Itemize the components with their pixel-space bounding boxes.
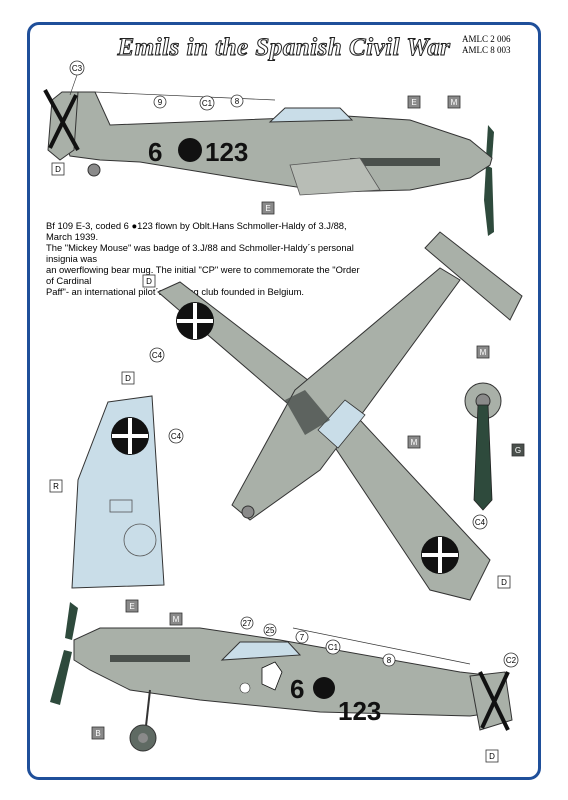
callout-m-plan: M [411, 438, 418, 447]
callout-e-top: E [411, 98, 416, 107]
callout-27: 27 [243, 619, 252, 628]
top-profile-callouts: C3 9 C1 8 E M D E [51, 60, 461, 215]
callout-c4-underside: C4 [171, 432, 182, 441]
callout-9: 9 [158, 98, 163, 107]
callout-r: R [53, 482, 59, 491]
product-code-2: AMLC 8 003 [462, 45, 511, 55]
callout-7: 7 [300, 633, 305, 642]
code-left-number-lower: 6 [290, 674, 304, 704]
description-line-2: The "Mickey Mouse" was badge of 3.J/88 a… [46, 242, 354, 264]
callout-c3: C3 [72, 64, 83, 73]
callout-c4-plan: C4 [152, 351, 163, 360]
callout-d-lower: D [489, 752, 495, 761]
callout-d-top: D [55, 165, 61, 174]
callout-d-plan: D [146, 277, 152, 286]
code-right-number-lower: 123 [338, 696, 381, 726]
callout-c1: C1 [202, 99, 213, 108]
page-title: Emils in the Spanish Civil War [117, 34, 451, 62]
description-line-3: an owerflowing bear mug. The initial "CP… [46, 264, 360, 286]
bottom-profile-callouts: E M 27 25 7 C1 8 C2 B D [91, 599, 519, 763]
callout-e-bottom: E [265, 204, 270, 213]
callout-b: B [95, 729, 100, 738]
underside-wing-view: D C4 R [49, 371, 184, 589]
product-code-1: AMLC 2 006 [462, 34, 511, 44]
callout-d-wingtip: D [501, 578, 507, 587]
page-frame [27, 22, 541, 780]
plan-view [157, 231, 523, 601]
callout-c4-wingtip: C4 [475, 518, 486, 527]
profile-left-view: 6 123 [43, 89, 494, 236]
profile-right-view: 6 123 [50, 602, 513, 752]
product-codes: AMLC 2 006 AMLC 8 003 [462, 34, 511, 56]
code-black-disc [178, 138, 202, 162]
propeller-front-view: M G [464, 345, 525, 511]
callout-m-prop: M [480, 348, 487, 357]
callout-25: 25 [266, 626, 275, 635]
callout-8: 8 [235, 97, 240, 106]
plan-view-callouts: D C4 M C4 D [142, 274, 511, 589]
callout-m-top: M [451, 98, 458, 107]
callout-g: G [515, 446, 521, 455]
description-line-1: Bf 109 E-3, coded 6 ●123 flown by Oblt.H… [46, 220, 347, 242]
callout-c1-lower: C1 [328, 643, 339, 652]
code-right-number: 123 [205, 137, 248, 167]
callout-8-lower: 8 [387, 656, 392, 665]
callout-d-underside: D [125, 374, 131, 383]
callout-e-lower: E [129, 602, 134, 611]
code-left-number: 6 [148, 137, 162, 167]
callout-m-lower: M [173, 615, 180, 624]
callout-c2: C2 [506, 656, 517, 665]
